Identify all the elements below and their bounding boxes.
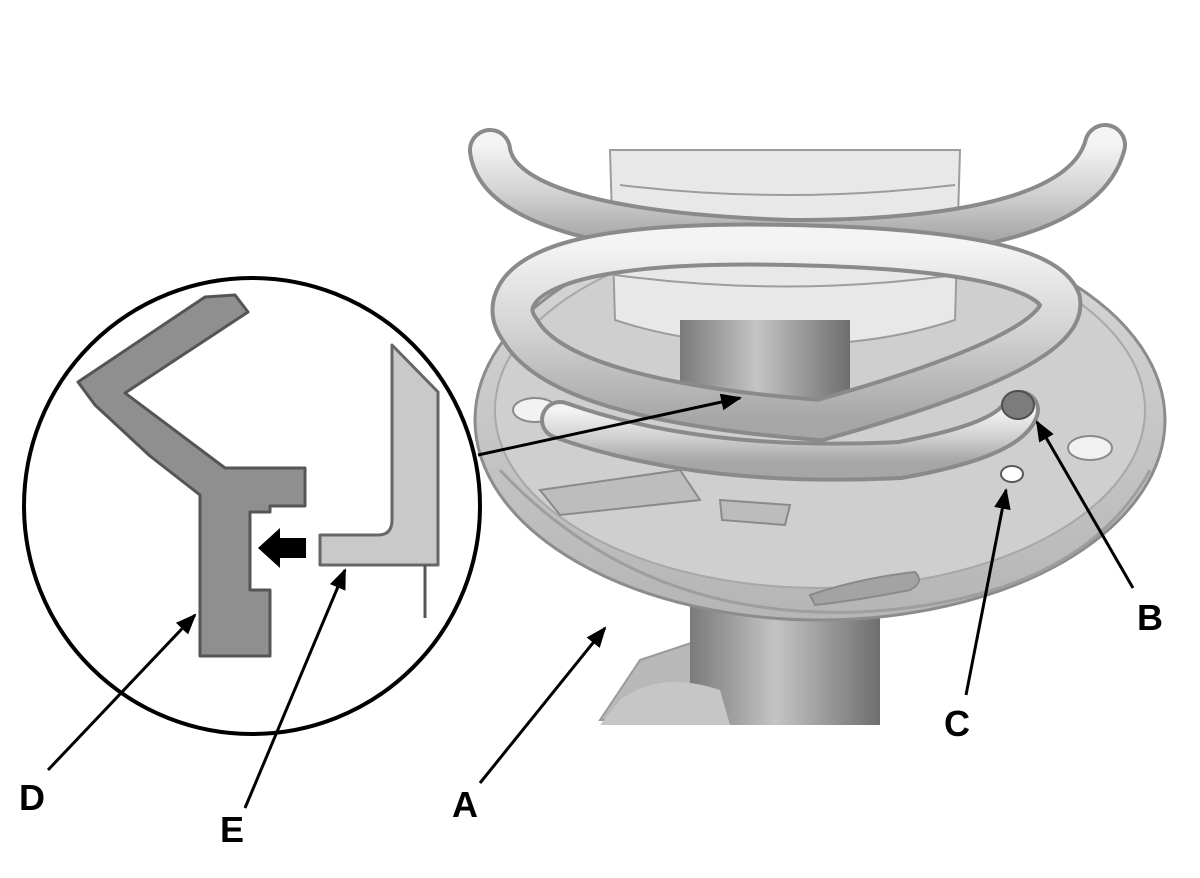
detail-pointer xyxy=(477,393,743,457)
leader-e xyxy=(243,568,347,809)
callout-a-label: A xyxy=(452,784,478,825)
callout-b-label: B xyxy=(1137,597,1163,638)
leader-lines xyxy=(46,420,1135,809)
leader-c xyxy=(964,487,1011,696)
leader-d xyxy=(46,613,197,772)
coil-spring xyxy=(468,123,1127,482)
spring-end xyxy=(1001,390,1035,420)
callout-d-label: D xyxy=(19,777,45,818)
plate-section xyxy=(318,343,440,567)
insulator-section xyxy=(76,293,307,658)
callout-c-label: C xyxy=(944,703,970,744)
leader-a xyxy=(478,626,607,784)
direction-arrow-icon xyxy=(258,528,306,568)
detail-view xyxy=(22,276,482,736)
leader-b xyxy=(1035,420,1135,589)
seat-hole xyxy=(1000,465,1024,483)
callout-e-label: E xyxy=(220,809,245,850)
